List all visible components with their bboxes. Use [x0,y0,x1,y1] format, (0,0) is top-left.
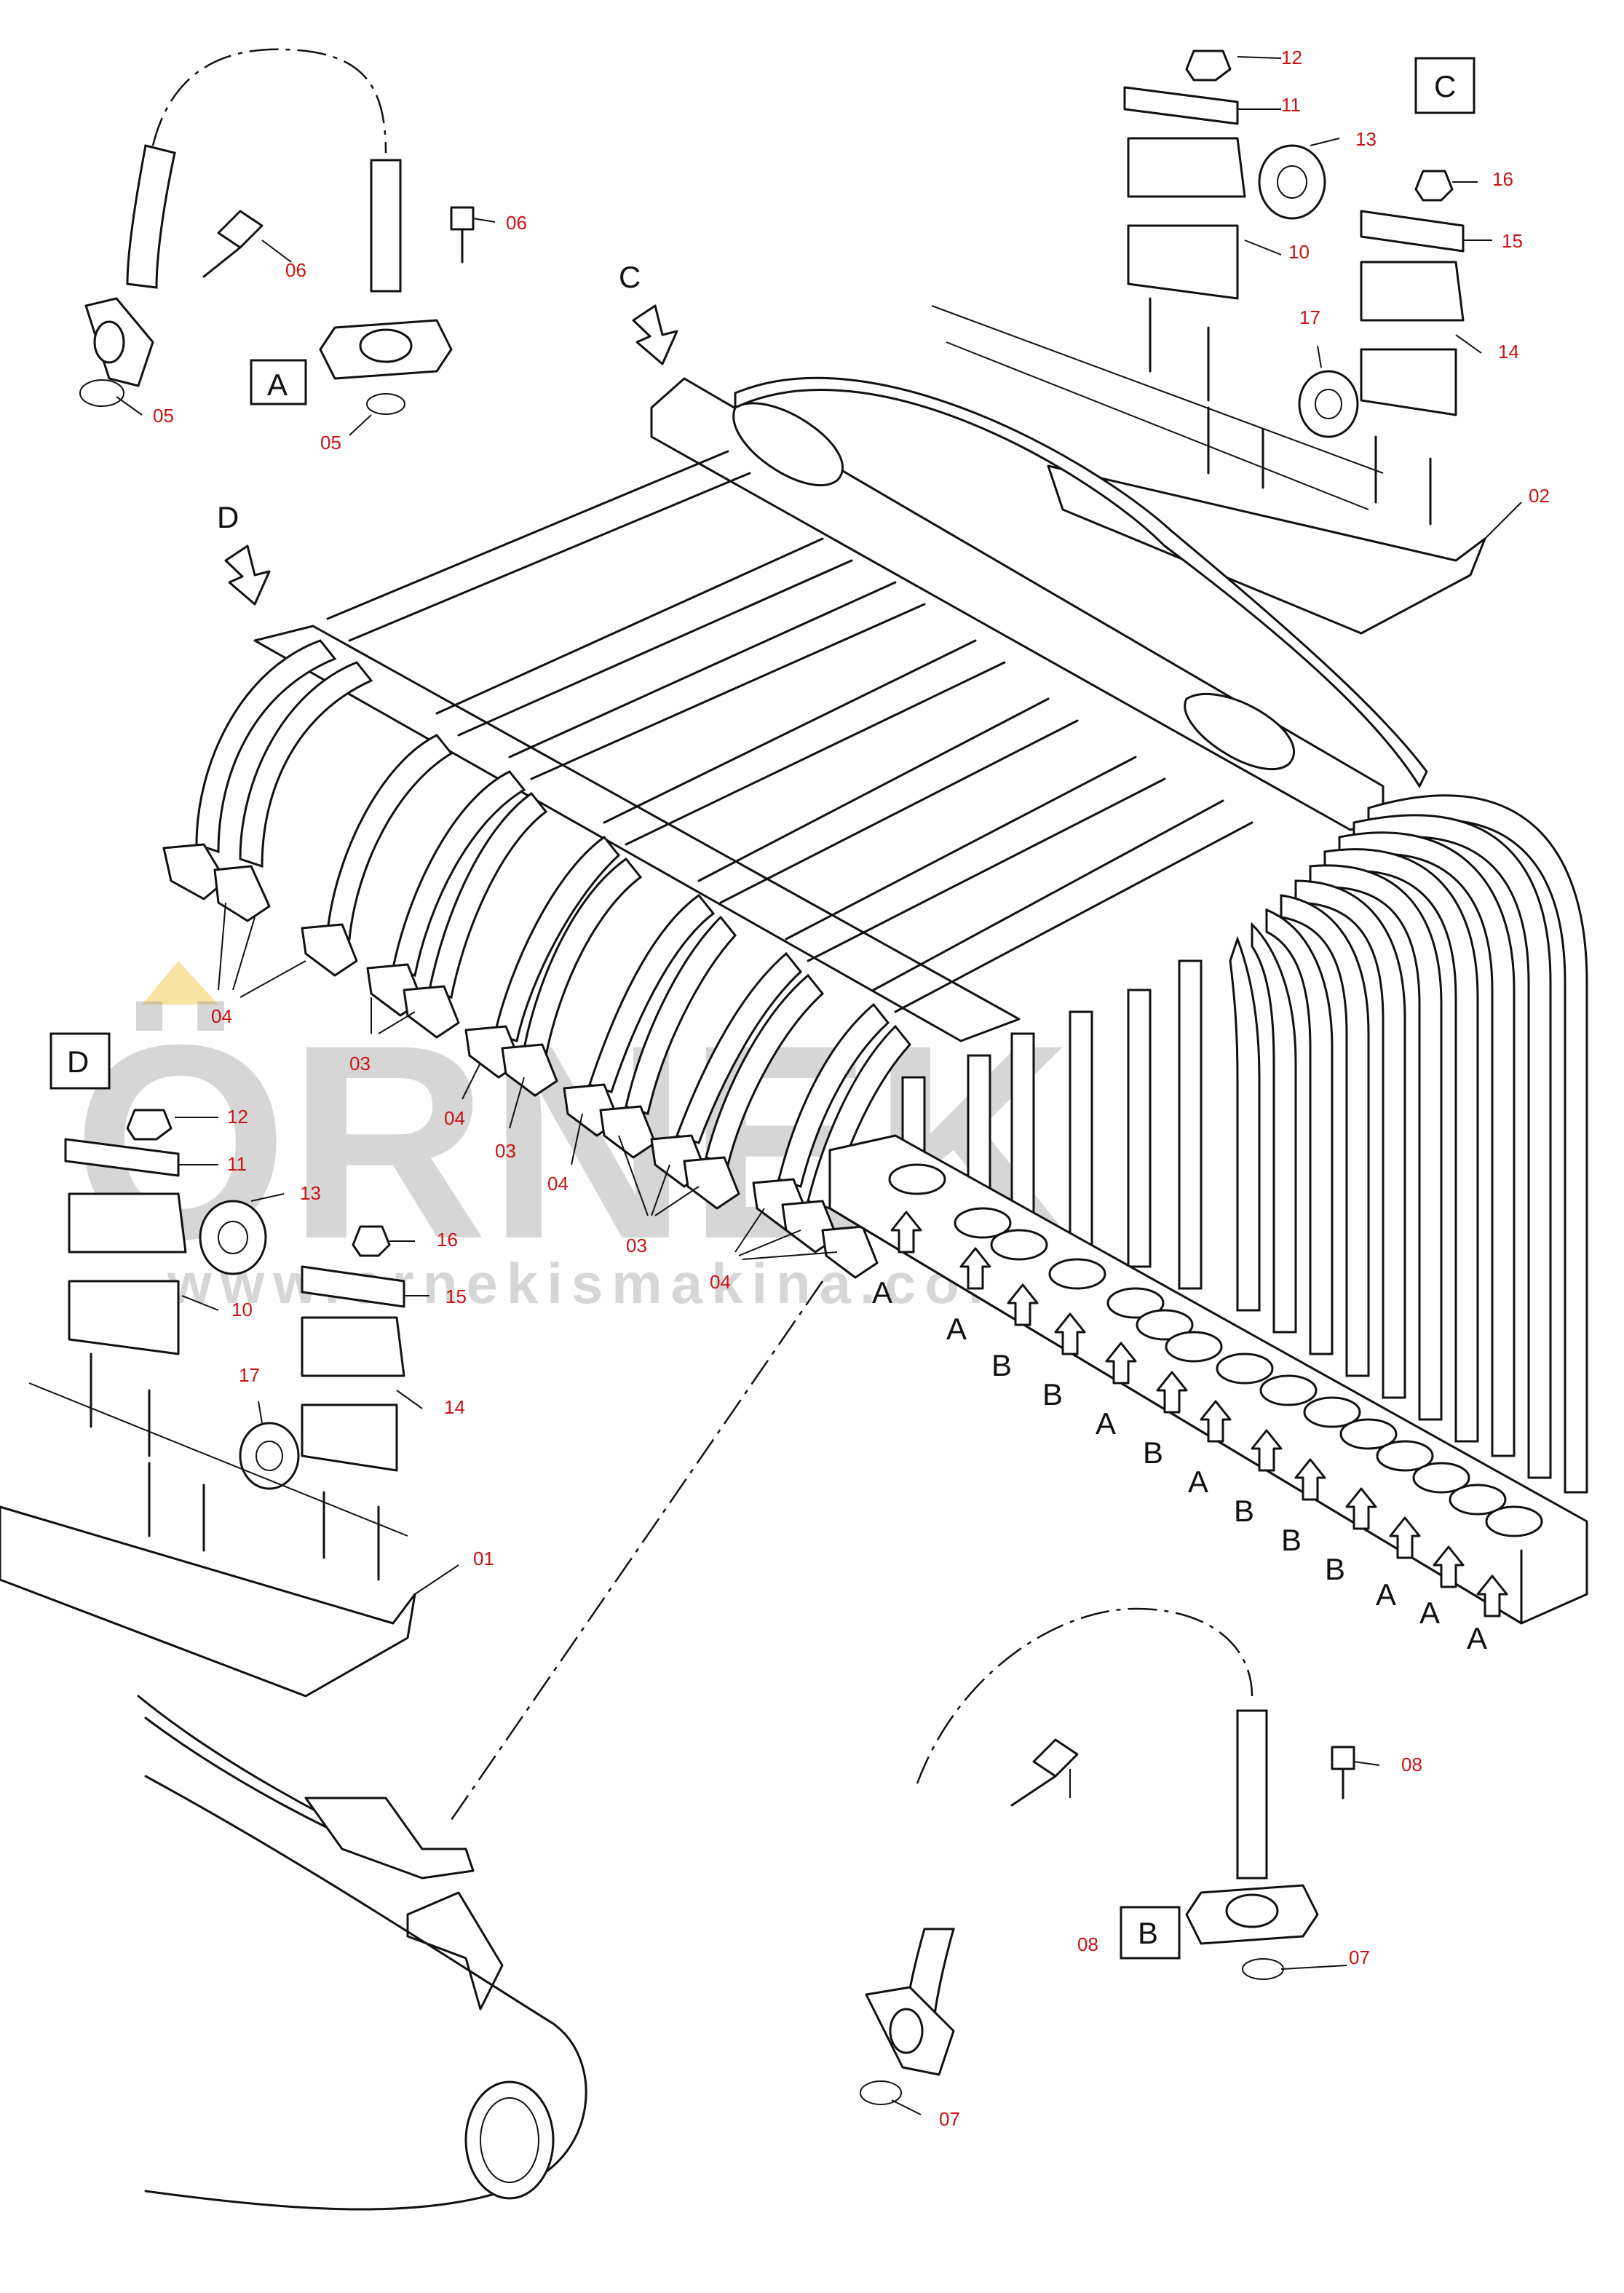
view-label-d-arrow: D [217,500,239,534]
flow-label-13: A [1467,1621,1487,1655]
flow-label-12: A [1419,1596,1440,1630]
view-arrow-c [632,304,678,365]
view-label-c-arrow: C [619,260,641,294]
rail-sleeve-1 [732,402,844,486]
flow-arrows: A A B B A B A B B B A A A [872,1211,1508,1655]
part-number-12-d: 12 [227,1106,248,1128]
part-number-17-d: 17 [239,1364,260,1386]
part-number-02: 02 [1529,485,1550,507]
plate-15-d [301,1265,405,1308]
plate-11-d [64,1138,180,1177]
clamp-half-14b-d [301,1403,398,1472]
part-number-16-d: 16 [437,1229,458,1251]
detail-d-clamp-assembly: D 12 11 13 10 16 15 17 [0,1032,494,1698]
view-label-a: A [267,368,288,402]
part-number-10-c: 10 [1288,241,1310,263]
grommet-13 [1258,144,1326,220]
detail-b-hose-flange: B 08 08 07 07 [860,1607,1422,2130]
watermark-accent-shape [142,961,218,1005]
part-number-04-d: 04 [710,1271,731,1293]
part-number-06-b: 06 [506,212,527,234]
part-number-14-c: 14 [1498,341,1519,363]
nut-12 [1185,49,1232,82]
clamp-half-10b [1127,224,1239,300]
detail-a-hose-flange: A 06 06 05 05 [79,48,527,454]
flow-label-5: A [1096,1406,1116,1441]
clamp-half-14a-d [301,1316,405,1377]
flow-label-6: B [1143,1435,1163,1470]
clamp-half-10a-d [68,1192,187,1254]
nut-16-d [352,1225,391,1257]
detail-c-box [1414,57,1476,114]
part-number-14-d: 14 [444,1396,465,1418]
manifold-flanges [888,1163,1543,1537]
boom-section-detail [137,1695,587,2211]
part-number-05-b: 05 [320,432,341,454]
detail-a-box [250,359,307,405]
flow-label-2: A [946,1312,967,1346]
flow-label-4: B [1042,1377,1063,1411]
part-number-17-c: 17 [1299,306,1320,328]
clamp-half-10b-d [68,1280,180,1355]
grommet-17-d [239,1422,300,1490]
clamp-half-10a [1127,137,1246,198]
view-label-c: C [1434,69,1456,103]
flow-label-3: B [991,1348,1012,1382]
part-number-12-c: 12 [1281,47,1302,68]
part-number-03-a: 03 [349,1053,371,1074]
flow-label-7: A [1188,1465,1208,1499]
main-hose-assembly: C D [162,260,1588,1821]
part-number-05: 05 [153,405,174,427]
part-number-08-b: 08 [1077,1933,1098,1955]
part-number-04-b: 04 [444,1107,465,1129]
part-number-10-d: 10 [231,1299,253,1320]
flow-label-9: B [1281,1523,1302,1557]
flow-label-10: B [1325,1552,1345,1586]
grommet-13-d [199,1200,267,1275]
clamp-half-14b [1360,348,1457,416]
part-number-01: 01 [473,1548,494,1569]
part-number-03-b: 03 [495,1140,516,1162]
nut-16 [1414,170,1454,202]
view-label-d: D [67,1045,89,1079]
part-number-07: 07 [1349,1947,1370,1968]
view-label-b: B [1138,1916,1158,1950]
channel-bracket-02 [1047,464,1486,635]
rail-sleeve-2 [1184,693,1295,770]
part-number-16-c: 16 [1492,168,1513,190]
part-number-13-c: 13 [1355,128,1377,150]
part-number-06: 06 [285,259,306,281]
part-number-07-b: 07 [939,2108,960,2130]
flow-label-1: A [872,1275,892,1310]
part-number-08: 08 [1401,1754,1422,1775]
part-number-15-d: 15 [445,1286,467,1307]
channel-bracket-01 [0,1505,416,1698]
flow-label-8: B [1234,1494,1254,1528]
nut-12-d [126,1109,173,1141]
detail-d-box [49,1032,111,1090]
part-number-11-d: 11 [227,1153,247,1175]
plate-11 [1123,86,1239,125]
detail-c-clamp-assembly: C 12 11 13 10 16 15 [931,47,1550,635]
plate-15 [1360,210,1465,253]
clamp-half-14a [1360,261,1465,322]
view-arrow-d [224,544,271,606]
grommet-17 [1298,370,1359,438]
lower-rail [253,625,1021,1042]
part-number-03-c: 03 [626,1235,647,1256]
flow-label-11: A [1376,1577,1396,1612]
part-number-15-c: 15 [1502,230,1523,252]
part-number-11-c: 11 [1281,94,1301,116]
part-number-04-c: 04 [547,1173,569,1195]
hose-end-fittings [162,843,879,1279]
detail-b-box [1120,1906,1181,1960]
part-number-13-d: 13 [300,1182,321,1204]
part-number-04-a: 04 [211,1005,232,1027]
